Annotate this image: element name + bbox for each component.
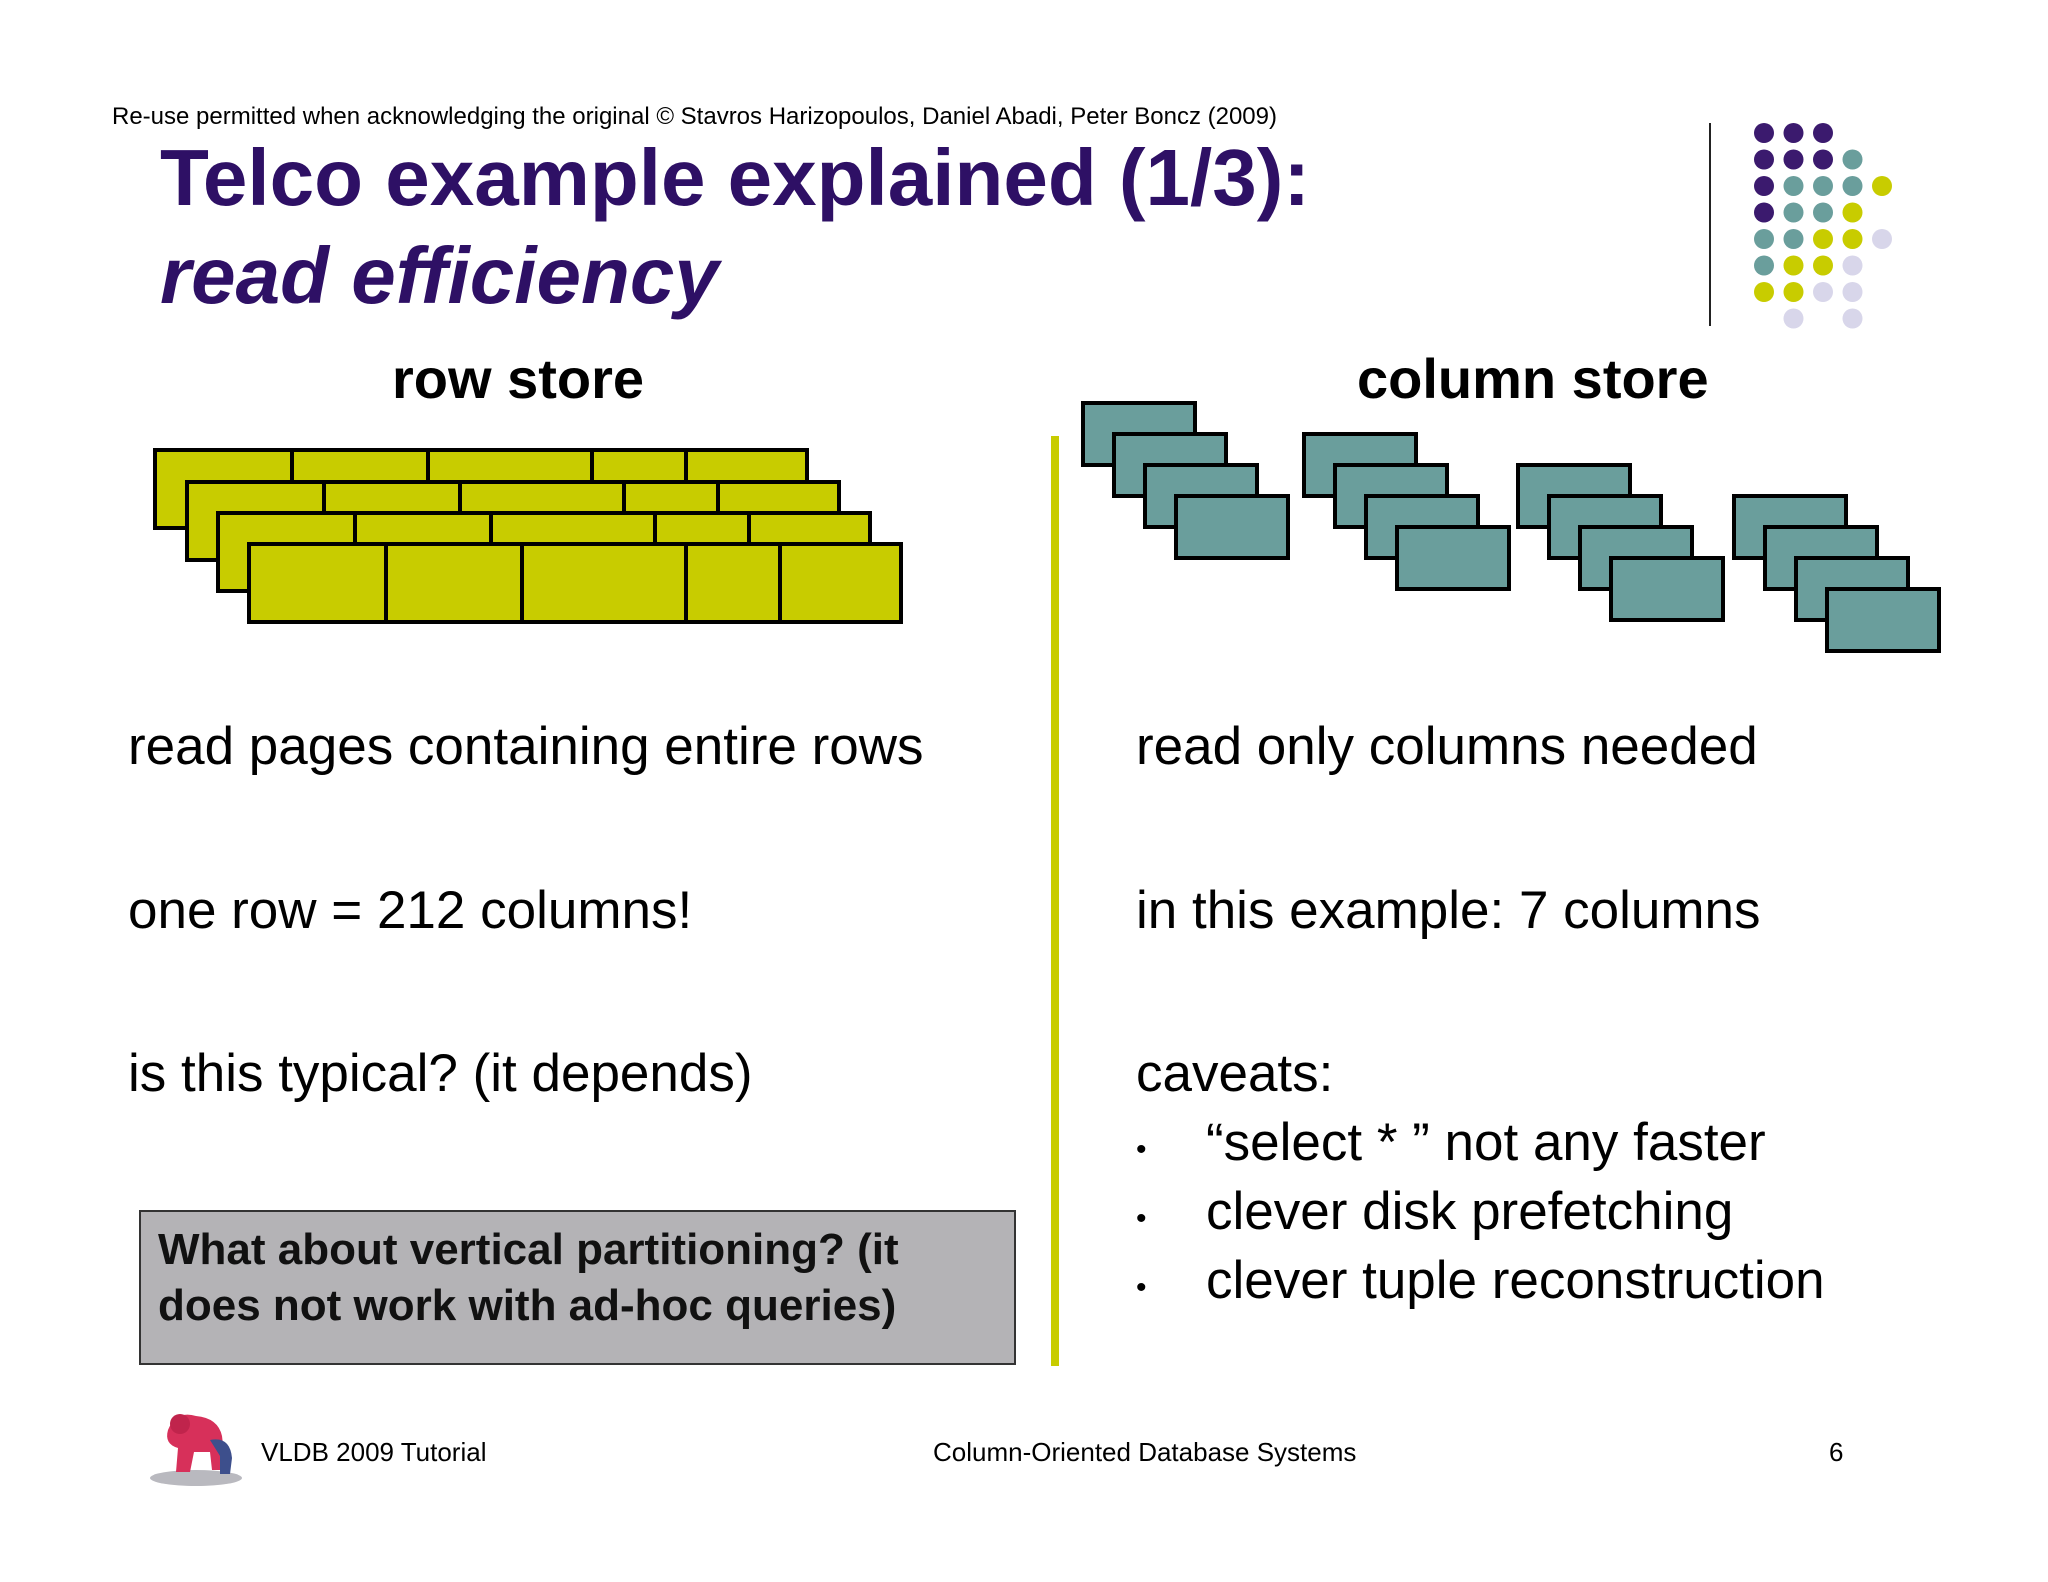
decor-dot (1783, 229, 1804, 249)
bullet-marker: • (1136, 1271, 1147, 1304)
column-divider (1051, 436, 1059, 1366)
column-store-heading: column store (1357, 347, 1709, 410)
decor-dot (1783, 308, 1804, 329)
decor-dot (1783, 123, 1804, 143)
footer-conference: VLDB 2009 Tutorial (261, 1437, 487, 1467)
decor-dot (1842, 202, 1863, 223)
decor-dot (1783, 202, 1804, 223)
callout-box (139, 1210, 1016, 1365)
slide-title: Telco example explained (1/3): (160, 133, 1311, 222)
decor-dot (1754, 202, 1774, 223)
decor-dot (1754, 229, 1774, 249)
decor-dot (1813, 229, 1833, 249)
vldb-lion-logo (150, 1414, 242, 1486)
column-stack (1516, 463, 1725, 622)
row-store-pages (153, 448, 903, 624)
footer-title: Column-Oriented Database Systems (933, 1437, 1357, 1467)
decor-dot (1842, 149, 1863, 170)
decor-dot (1783, 149, 1804, 170)
copyright-notice: Re-use permitted when acknowledging the … (112, 103, 1277, 130)
decor-dot (1754, 123, 1774, 143)
decorative-dot-grid (1754, 123, 1892, 329)
decor-dot (1813, 202, 1833, 223)
bullet-marker: • (1136, 1202, 1147, 1235)
row-store-point-1: read pages containing entire rows (128, 717, 924, 776)
decor-dot (1813, 176, 1833, 196)
caveat-item: “select * ” not any faster (1206, 1113, 1766, 1172)
decor-dot (1842, 255, 1863, 276)
decor-dot (1813, 123, 1833, 143)
decor-dot (1872, 229, 1892, 249)
decor-dot (1842, 229, 1863, 249)
column-store-pages (1081, 401, 1941, 653)
decor-dot (1754, 149, 1774, 170)
decor-dot (1754, 282, 1774, 302)
decor-dot (1754, 176, 1774, 196)
row-page (247, 542, 903, 624)
column-stack (1081, 401, 1290, 560)
page-number: 6 (1829, 1437, 1844, 1467)
callout-text: What about vertical partitioning? (it do… (158, 1225, 899, 1330)
header-divider (1709, 123, 1711, 326)
decor-dot (1813, 255, 1833, 276)
slide-subtitle: read efficiency (160, 231, 719, 320)
caveat-item: clever disk prefetching (1206, 1182, 1734, 1241)
decor-dot (1842, 176, 1863, 196)
row-store-point-2: one row = 212 columns! (128, 881, 693, 940)
row-store-heading: row store (392, 347, 645, 410)
decor-dot (1783, 282, 1804, 302)
decor-dot (1813, 149, 1833, 170)
decor-dot (1872, 176, 1892, 196)
row-store-point-3: is this typical? (it depends) (128, 1044, 753, 1103)
column-stack (1732, 494, 1941, 653)
column-store-point-2: in this example: 7 columns (1136, 881, 1761, 940)
caveats-heading: caveats: (1136, 1044, 1334, 1103)
decor-dot (1842, 282, 1863, 302)
column-stack (1302, 432, 1511, 591)
column-store-point-1: read only columns needed (1136, 717, 1758, 776)
bullet-marker: • (1136, 1133, 1147, 1166)
decor-dot (1783, 176, 1804, 196)
decor-dot (1754, 255, 1774, 276)
decor-dot (1842, 308, 1863, 329)
storage-illustration (153, 401, 1941, 653)
decor-dot (1813, 282, 1833, 302)
caveat-item: clever tuple reconstruction (1206, 1251, 1825, 1310)
decor-dot (1783, 255, 1804, 276)
